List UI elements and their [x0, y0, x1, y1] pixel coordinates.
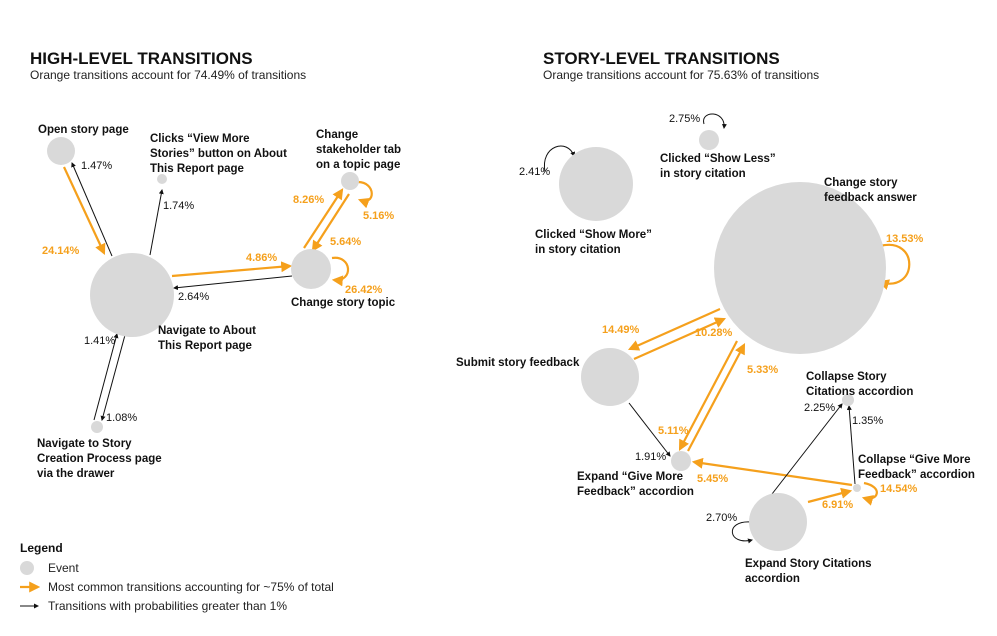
- label-expand-citations: Expand Story Citations accordion: [745, 558, 875, 585]
- label-expand-give: Expand “Give More Feedback” accordion: [577, 471, 694, 498]
- edge-submit-to-expand-give: [628, 402, 671, 457]
- pct-expand-cit-self: 2.70%: [706, 512, 737, 524]
- node-expand-give: [671, 451, 691, 471]
- label-story-topic: Change story topic: [291, 297, 396, 309]
- legend-event: Event: [48, 561, 79, 575]
- label-view-more: Clicks “View More Stories” button on Abo…: [150, 133, 290, 175]
- edge-show-more-self: [543, 145, 576, 173]
- node-story-topic: [291, 249, 331, 289]
- pct-creation-to-about: 1.41%: [84, 335, 115, 347]
- label-feedback-answer: Change story feedback answer: [824, 177, 917, 204]
- node-open-story: [47, 137, 75, 165]
- pct-topic-to-stake: 8.26%: [293, 194, 324, 206]
- pct-submit-to-answer: 10.28%: [695, 327, 733, 339]
- edge-answer-to-expand-give: [678, 340, 738, 451]
- edge-show-less-self: [703, 113, 727, 129]
- edge-submit-to-answer: [633, 317, 727, 361]
- story-edges: [543, 113, 911, 544]
- label-creation: Navigate to Story Creation Process page …: [37, 438, 165, 480]
- label-collapse-citations: Collapse Story Citations accordion: [806, 371, 913, 398]
- edge-topic-self: [331, 256, 350, 287]
- high-subtitle: Orange transitions account for 74.49% of…: [30, 68, 306, 82]
- label-show-less: Clicked “Show Less” in story citation: [660, 153, 779, 180]
- pct-expand-cit-to-collapse-give: 6.91%: [822, 499, 853, 511]
- pct-stake-self: 5.16%: [363, 210, 394, 222]
- node-creation: [91, 421, 103, 433]
- edge-stake-to-topic: [311, 193, 350, 252]
- legend-orange: Most common transitions accounting for ~…: [48, 580, 334, 594]
- edge-about-to-topic: [171, 261, 293, 278]
- edge-topic-to-stake: [303, 188, 344, 249]
- pct-stake-to-topic: 5.64%: [330, 236, 361, 248]
- story-title: STORY-LEVEL TRANSITIONS: [543, 49, 780, 68]
- edge-expand-cit-to-collapse-give: [807, 487, 853, 504]
- node-show-more: [559, 147, 633, 221]
- edge-expand-give-to-answer: [687, 343, 746, 452]
- node-submit: [581, 348, 639, 406]
- pct-collapse-give-self: 14.54%: [880, 483, 918, 495]
- pct-about-to-creation: 1.08%: [106, 412, 137, 424]
- pct-answer-to-submit: 14.49%: [602, 324, 640, 336]
- pct-show-more-self: 2.41%: [519, 166, 550, 178]
- label-stakeholder: Change stakeholder tab on a topic page: [316, 129, 404, 171]
- node-show-less: [699, 130, 719, 150]
- pct-show-less-self: 2.75%: [669, 113, 700, 125]
- pct-topic-self: 26.42%: [345, 284, 383, 296]
- edge-answer-self: [877, 243, 911, 290]
- node-about: [90, 253, 174, 337]
- legend-title: Legend: [20, 541, 63, 555]
- pct-expand-give-to-answer: 5.33%: [747, 364, 778, 376]
- label-about: Navigate to About This Report page: [158, 325, 259, 352]
- pct-about-to-topic: 4.86%: [246, 252, 277, 264]
- story-nodes: [559, 130, 886, 551]
- label-submit: Submit story feedback: [456, 357, 580, 369]
- high-nodes: [47, 137, 359, 433]
- edge-expand-give-to-collapse-give: [691, 457, 853, 487]
- label-collapse-give: Collapse “Give More Feedback” accordion: [858, 454, 975, 481]
- edge-expand-cit-self: [731, 521, 753, 544]
- pct-submit-to-expand-give: 1.91%: [635, 451, 666, 463]
- pct-open-to-about: 24.14%: [42, 245, 80, 257]
- node-stakeholder: [341, 172, 359, 190]
- pct-collapse-give-to-collapse-cit: 1.35%: [852, 415, 883, 427]
- edge-open-to-about: [63, 166, 106, 255]
- edge-collapse-cit-to-expand-cit: [771, 403, 843, 495]
- pct-expand-give-to-collapse-give: 5.45%: [697, 473, 728, 485]
- edge-collapse-give-self: [861, 481, 878, 506]
- node-feedback-answer: [714, 182, 886, 354]
- pct-topic-to-about: 2.64%: [178, 291, 209, 303]
- edge-about-to-viewmore: [149, 189, 164, 256]
- label-open-story: Open story page: [38, 124, 129, 136]
- pct-about-to-viewmore: 1.74%: [163, 200, 194, 212]
- high-edges: [63, 162, 373, 421]
- high-title: HIGH-LEVEL TRANSITIONS: [30, 49, 253, 68]
- node-collapse-citations: [842, 394, 854, 406]
- edge-topic-to-about: [173, 275, 293, 291]
- pct-about-to-open: 1.47%: [81, 160, 112, 172]
- node-collapse-give: [853, 484, 861, 492]
- node-view-more: [157, 174, 167, 184]
- edge-stake-self: [357, 180, 373, 209]
- edge-collapse-give-to-collapse-cit: [846, 405, 856, 485]
- legend-black: Transitions with probabilities greater t…: [48, 599, 287, 613]
- pct-answer-to-expand-give: 5.11%: [658, 425, 689, 437]
- edge-about-to-open: [71, 162, 113, 257]
- legend: Legend Event Most common transitions acc…: [20, 541, 334, 613]
- node-expand-citations: [749, 493, 807, 551]
- story-subtitle: Orange transitions account for 75.63% of…: [543, 68, 819, 82]
- pct-answer-self: 13.53%: [886, 233, 924, 245]
- label-show-more: Clicked “Show More” in story citation: [535, 229, 655, 256]
- edge-about-to-creation: [100, 334, 126, 421]
- pct-collapse-cit-to-expand-cit: 2.25%: [804, 402, 835, 414]
- legend-event-swatch: [20, 561, 34, 575]
- edge-answer-to-submit: [627, 307, 721, 351]
- edge-creation-to-about: [93, 333, 119, 421]
